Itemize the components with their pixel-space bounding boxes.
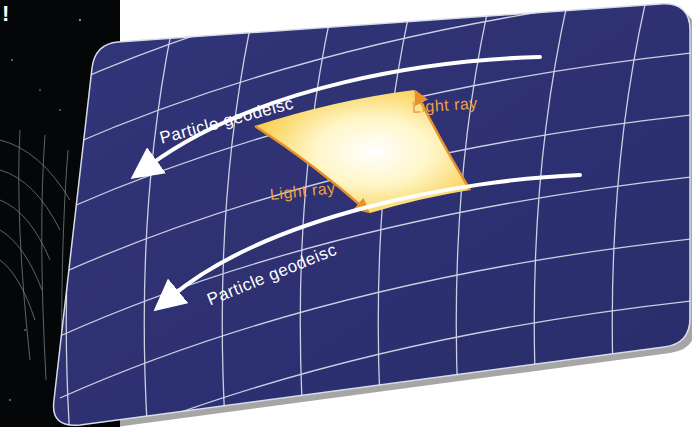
grid-line xyxy=(60,362,692,427)
grid-line xyxy=(690,0,692,427)
grid-line xyxy=(60,0,692,26)
grid-line xyxy=(66,0,100,427)
grid-line xyxy=(60,300,692,427)
grid-line xyxy=(222,0,256,427)
grid-line xyxy=(144,0,178,427)
grid-line xyxy=(300,0,334,427)
grid-line xyxy=(534,0,568,427)
grid-line xyxy=(612,0,646,427)
fragment-text: ! xyxy=(2,3,10,25)
grid-line xyxy=(60,238,692,398)
grid-line xyxy=(378,0,412,427)
grid-line xyxy=(60,424,692,427)
